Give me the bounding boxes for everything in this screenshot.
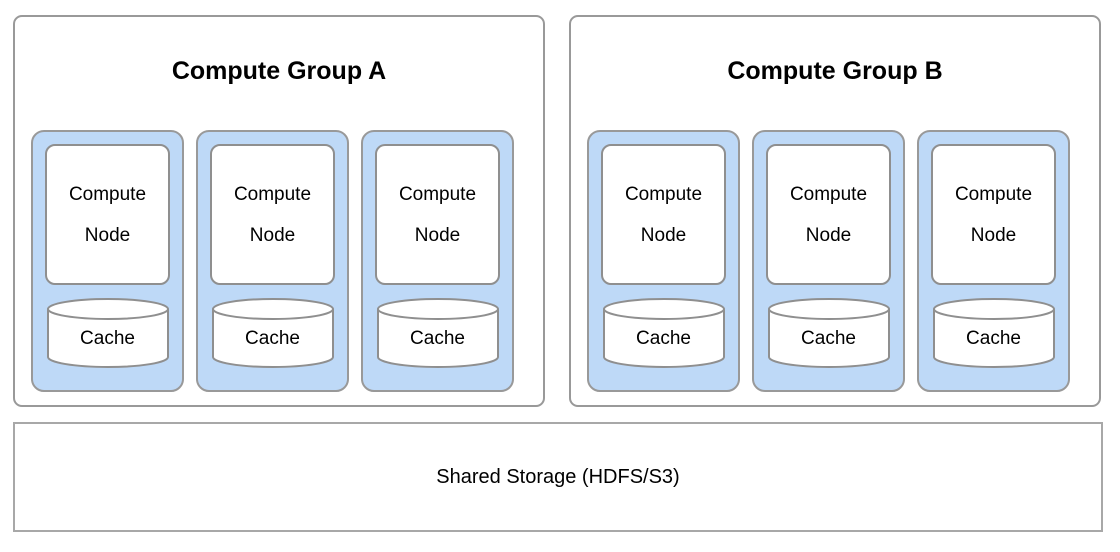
node-container: Compute Node Cache: [752, 130, 905, 392]
node-container: Compute Node Cache: [361, 130, 514, 392]
database-cylinder-icon: [376, 298, 499, 368]
compute-node-label: Compute Node: [233, 183, 312, 246]
compute-node-label: Compute Node: [624, 183, 703, 246]
compute-node-box: Compute Node: [766, 144, 891, 285]
compute-group-a: Compute Group A Compute Node Cache Compu…: [13, 15, 545, 407]
cache-cylinder: Cache: [376, 298, 499, 368]
cache-label: Cache: [80, 327, 135, 349]
database-cylinder-icon: [932, 298, 1055, 368]
shared-storage-label: Shared Storage (HDFS/S3): [436, 465, 680, 488]
database-cylinder-icon: [46, 298, 169, 368]
cache-cylinder: Cache: [932, 298, 1055, 368]
cache-cylinder: Cache: [602, 298, 725, 368]
cache-cylinder: Cache: [767, 298, 890, 368]
database-cylinder-icon: [767, 298, 890, 368]
cache-cylinder: Cache: [46, 298, 169, 368]
node-container: Compute Node Cache: [917, 130, 1070, 392]
database-cylinder-icon: [211, 298, 334, 368]
compute-node-label: Compute Node: [398, 183, 477, 246]
cache-label: Cache: [966, 327, 1021, 349]
cache-label: Cache: [636, 327, 691, 349]
cache-label: Cache: [801, 327, 856, 349]
group-title: Compute Group A: [171, 57, 387, 85]
compute-node-box: Compute Node: [931, 144, 1056, 285]
node-row: Compute Node Cache Compute Node: [31, 130, 514, 392]
compute-node-box: Compute Node: [210, 144, 335, 285]
node-container: Compute Node Cache: [587, 130, 740, 392]
node-container: Compute Node Cache: [196, 130, 349, 392]
cache-label: Cache: [410, 327, 465, 349]
group-title: Compute Group B: [727, 57, 943, 85]
node-container: Compute Node Cache: [31, 130, 184, 392]
database-cylinder-icon: [602, 298, 725, 368]
cache-label: Cache: [245, 327, 300, 349]
compute-group-b: Compute Group B Compute Node Cache Compu…: [569, 15, 1101, 407]
compute-node-label: Compute Node: [789, 183, 868, 246]
node-row: Compute Node Cache Compute Node: [587, 130, 1070, 392]
compute-node-box: Compute Node: [45, 144, 170, 285]
cache-cylinder: Cache: [211, 298, 334, 368]
compute-node-label: Compute Node: [68, 183, 147, 246]
compute-node-box: Compute Node: [375, 144, 500, 285]
shared-storage-box: Shared Storage (HDFS/S3): [13, 422, 1103, 532]
compute-node-box: Compute Node: [601, 144, 726, 285]
compute-node-label: Compute Node: [954, 183, 1033, 246]
